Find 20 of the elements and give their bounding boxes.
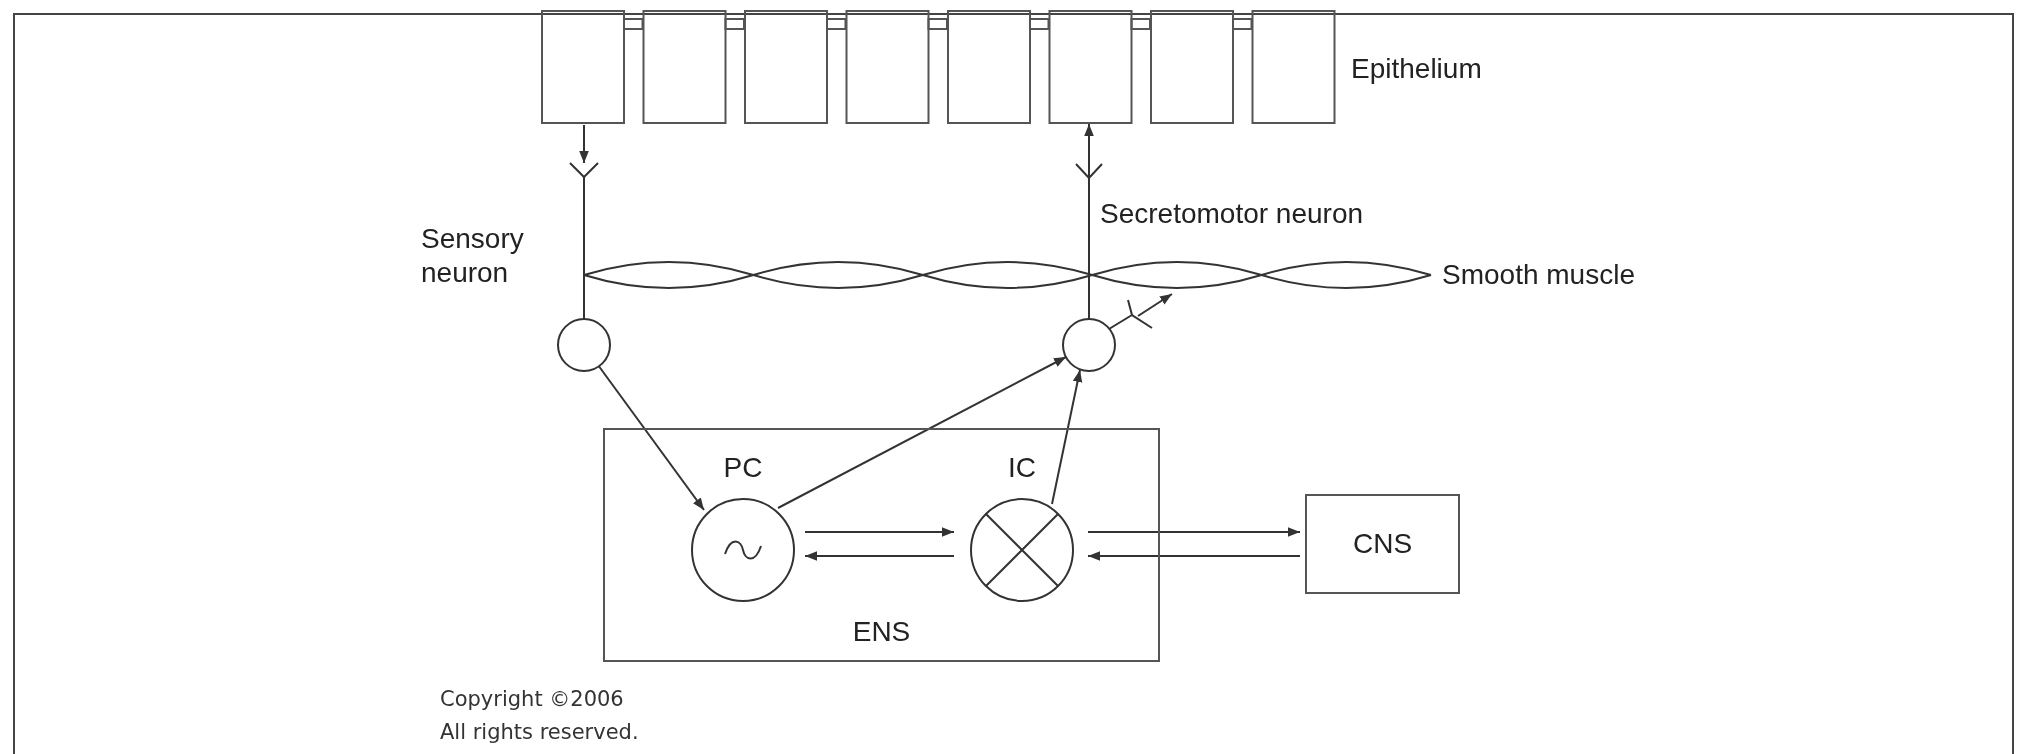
neuron-label: Secretomotor neuron: [1100, 198, 1364, 230]
structure-label: Smooth muscle: [1442, 259, 1635, 291]
structure-label: Epithelium: [1351, 53, 1482, 85]
neuron-label: Sensory neuron: [421, 222, 525, 290]
copyright-note: Copyright ©2006: [440, 686, 624, 713]
arrow: [597, 364, 705, 511]
arrow: [777, 356, 1067, 509]
system-label: ENS: [851, 616, 912, 648]
arrow: [804, 527, 955, 537]
system-box: [603, 428, 1160, 662]
ganglion-label: IC: [1007, 452, 1037, 484]
arrow: [1087, 527, 1301, 537]
copyright-note: All rights reserved.: [440, 719, 639, 746]
arrow: [804, 551, 955, 561]
ganglion-label: PC: [722, 452, 764, 484]
arrow: [1087, 551, 1301, 561]
arrow: [1051, 369, 1083, 505]
arrow: [1137, 293, 1173, 317]
process-box: CNS: [1305, 494, 1460, 594]
arrow: [579, 124, 589, 164]
